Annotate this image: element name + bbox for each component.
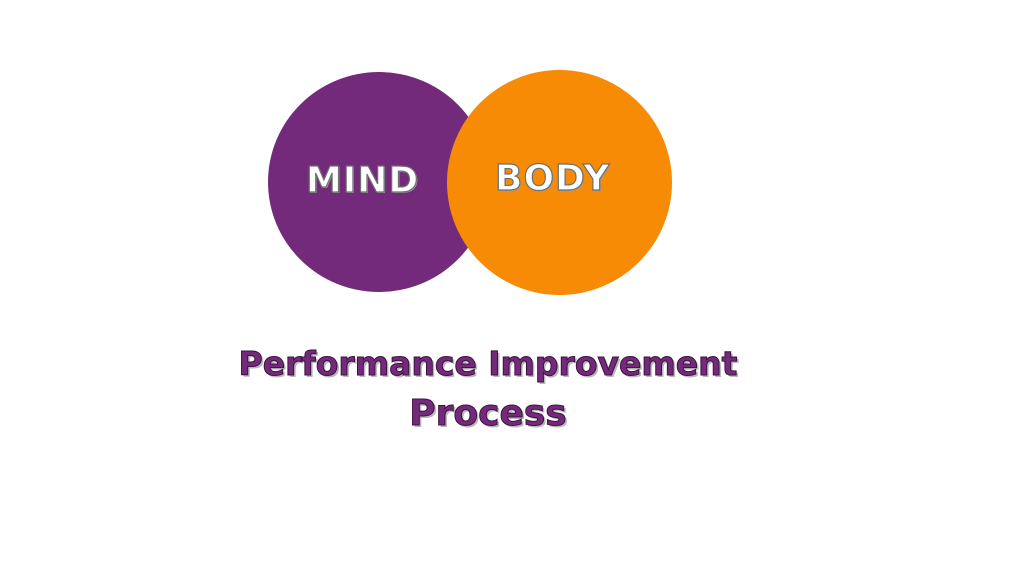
body-circle bbox=[447, 70, 672, 295]
title-line-1: Performance Improvement bbox=[238, 344, 738, 384]
title-line-2: Process bbox=[409, 393, 567, 435]
body-label: BODY bbox=[494, 157, 611, 199]
mind-label: MIND bbox=[305, 159, 420, 201]
